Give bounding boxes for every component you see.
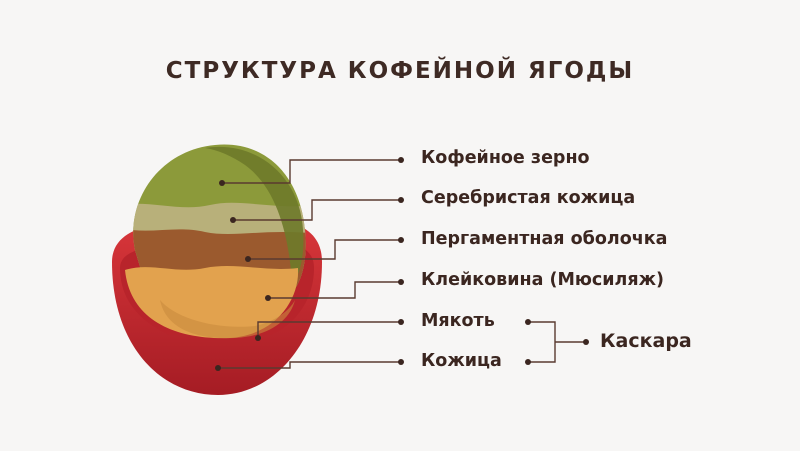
leader-line-parchment <box>248 239 400 260</box>
label-coffee-bean: Кофейное зерно <box>421 148 590 168</box>
diagram-title: СТРУКТУРА КОФЕЙНОЙ ЯГОДЫ <box>165 58 635 84</box>
label-pulp: Мякоть <box>421 311 495 331</box>
leader-line-skin <box>218 361 400 369</box>
leader-lines <box>218 159 586 369</box>
leader-line-pulp <box>257 321 400 338</box>
label-mucilage: Клейковина (Мюсиляж) <box>421 270 665 290</box>
label-cascara: Каскара <box>600 330 692 352</box>
label-parchment: Пергаментная оболочка <box>421 229 668 249</box>
label-silver-skin: Серебристая кожица <box>421 188 636 208</box>
leader-line-mucilage <box>268 281 400 299</box>
bracket-cascara <box>528 321 556 363</box>
leader-dots <box>215 157 589 371</box>
leader-line-bean <box>222 159 400 184</box>
pulp-layer <box>125 266 299 339</box>
leader-line-silver-skin <box>233 199 400 221</box>
label-skin: Кожица <box>421 351 502 371</box>
